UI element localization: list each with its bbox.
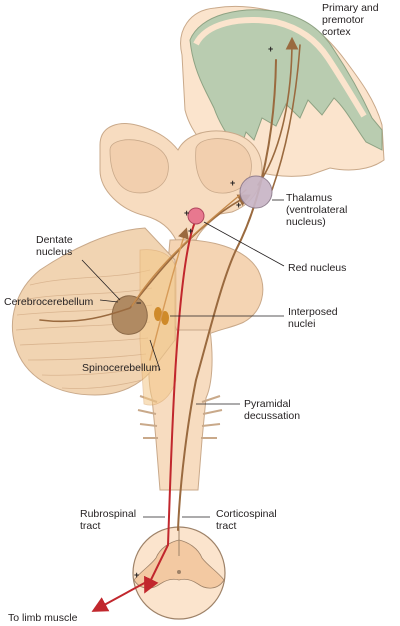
plus-sign-red-b: + [188,226,193,236]
label-cortex: Primary and premotor cortex [322,2,379,38]
plus-sign-red-a: + [184,208,189,218]
plus-sign-spinal: + [134,570,139,580]
plus-sign-thalamus-b: + [236,200,241,210]
plus-sign-thalamus-a: + [230,178,235,188]
label-spinocerebellum: Spinocerebellum [82,362,161,374]
spinal-cord-section [132,526,226,620]
cortex-to-spinal-corticospinal [177,59,277,531]
label-dentate-nucleus: Dentate nucleus [36,234,73,258]
synapse-signs: + + + + + − + [134,44,273,580]
label-cerebrocerebellum: Cerebrocerebellum [4,296,94,308]
interposed-nuclei-shape [154,307,169,325]
label-to-limb-muscle: To limb muscle [8,612,78,624]
minus-sign-dentate: − [136,298,141,308]
dentate-nucleus-shape [111,295,148,335]
plus-sign-cortex: + [268,44,273,54]
dentate-output [131,189,247,307]
label-corticospinal-tract: Corticospinal tract [216,508,277,532]
limb-motor-output [91,579,151,612]
label-red-nucleus: Red nucleus [288,262,347,274]
cortex-input-lines [271,44,301,191]
leader-lines [81,199,285,518]
thalamus-to-cortex [257,36,299,186]
cortex-gray-matter [189,9,383,151]
pathways [39,36,301,612]
brainstem-upper [99,123,263,241]
rubrospinal-tract-line [144,219,197,594]
label-rubrospinal-tract: Rubrospinal tract [80,508,137,532]
cerebellum [12,227,177,406]
red-nucleus-shape [187,207,205,225]
label-pyramidal-decussation: Pyramidal decussation [244,398,301,422]
label-thalamus: Thalamus (ventrolateral nucleus) [286,192,348,228]
thalamus-nucleus [239,175,273,209]
label-interposed-nuclei: Interposed nuclei [288,306,338,330]
